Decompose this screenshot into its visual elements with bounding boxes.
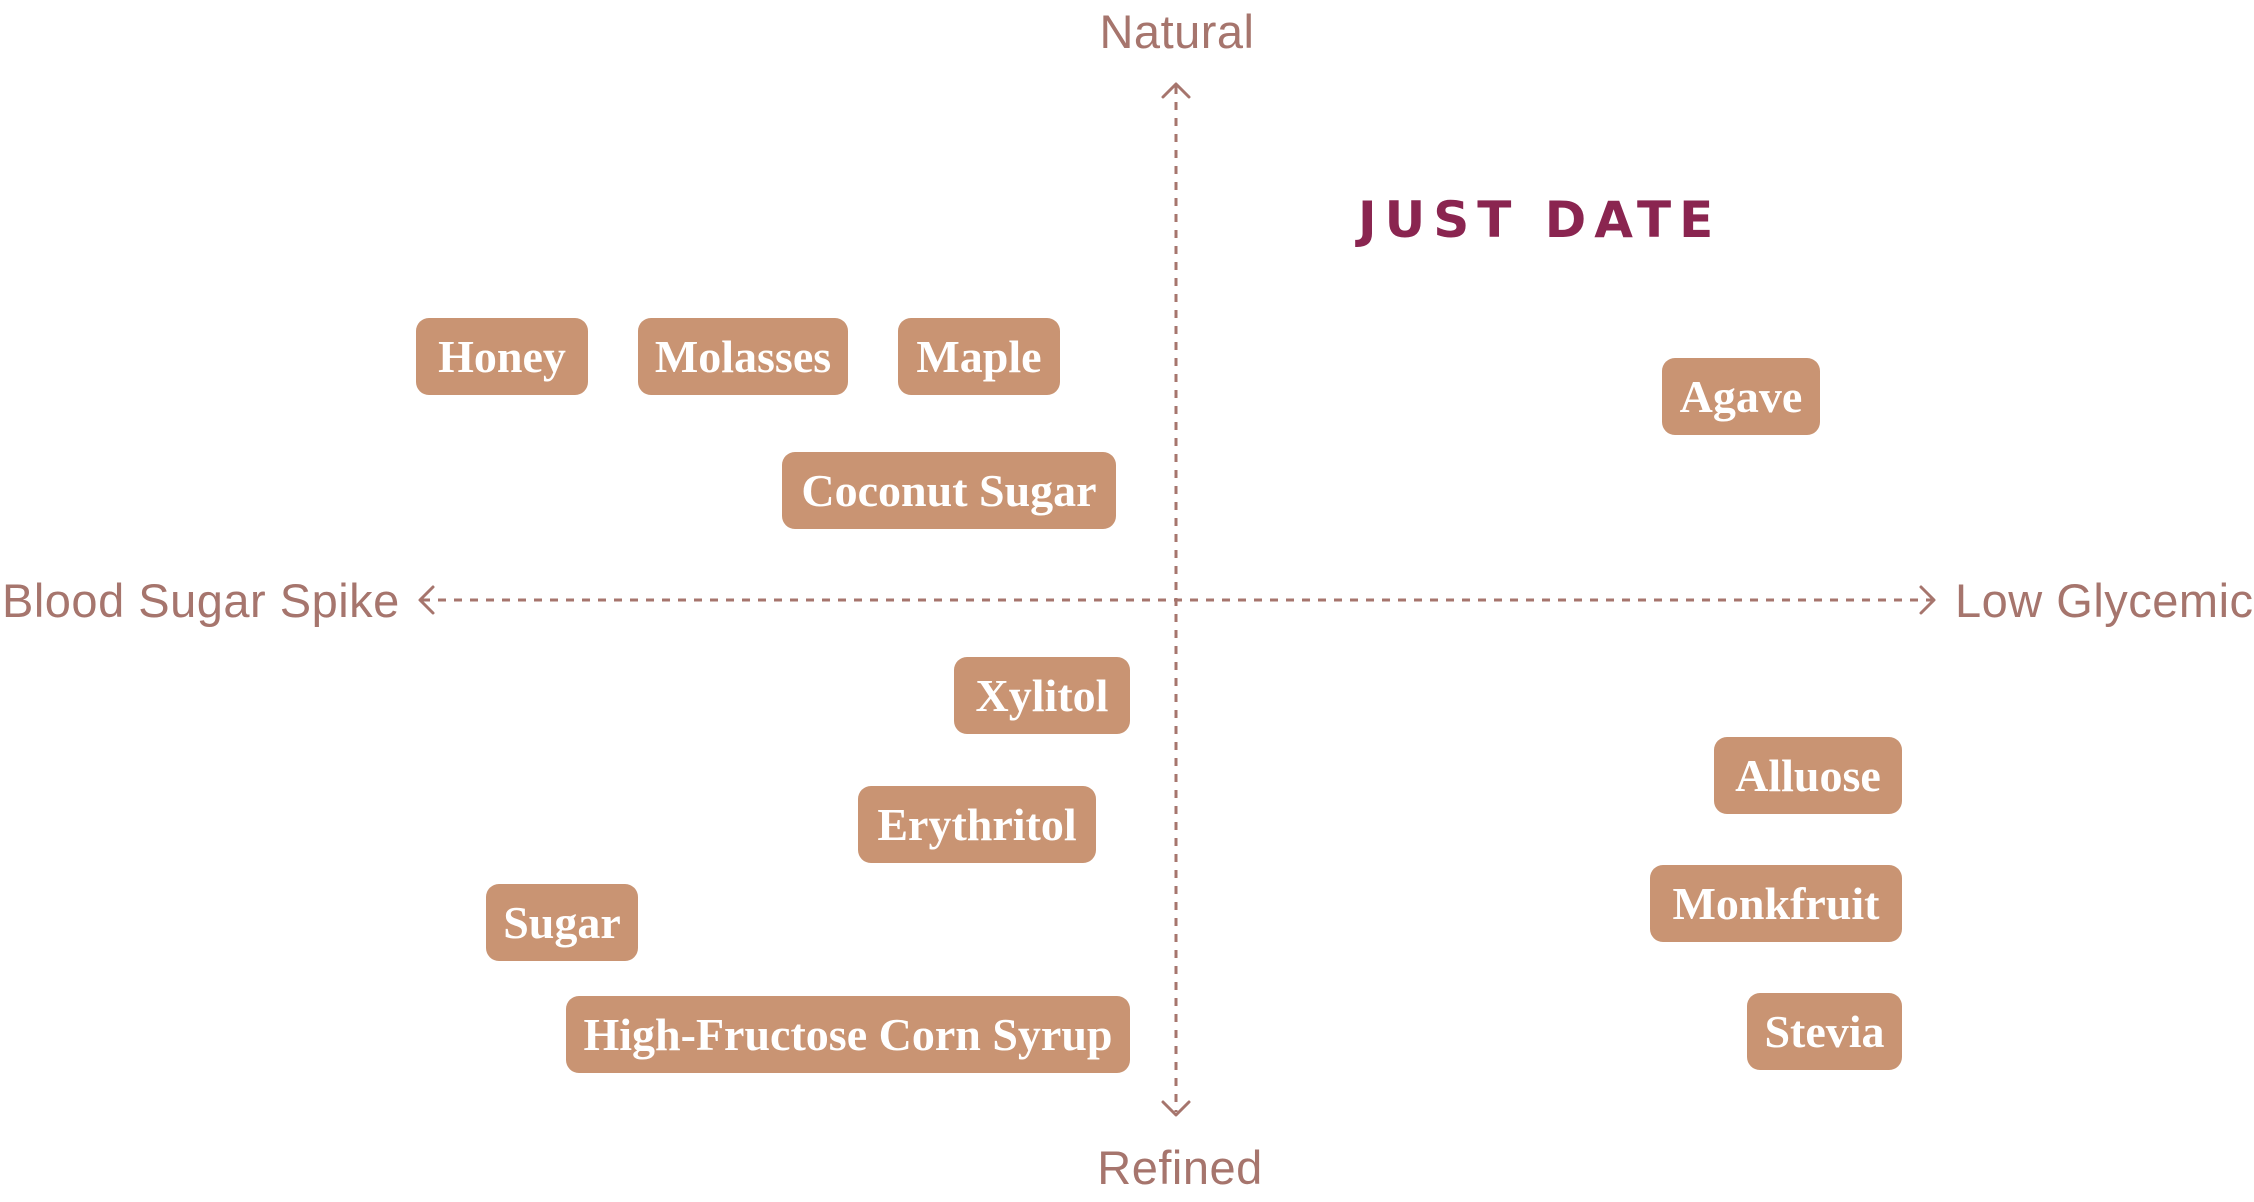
just-date-logo: JUST DATE bbox=[1358, 191, 1722, 249]
axis-label-refined: Refined bbox=[1097, 1141, 1263, 1194]
sweetener-chip-coconut-sugar: Coconut Sugar bbox=[782, 452, 1116, 529]
sweetener-chip-stevia: Stevia bbox=[1747, 993, 1902, 1070]
axis-label-natural: Natural bbox=[1099, 5, 1255, 58]
sweetener-chip-alluose: Alluose bbox=[1714, 737, 1902, 814]
sweetener-chip-maple: Maple bbox=[898, 318, 1060, 395]
sweetener-chip-high-fructose-corn-syrup: High-Fructose Corn Syrup bbox=[566, 996, 1130, 1073]
arrow-left-icon bbox=[418, 585, 435, 615]
arrow-right-icon bbox=[1919, 585, 1936, 615]
arrow-down-icon bbox=[1161, 1100, 1191, 1117]
axis-label-blood-sugar-spike: Blood Sugar Spike bbox=[2, 574, 400, 627]
sweetener-chip-agave: Agave bbox=[1662, 358, 1820, 435]
sweetener-chip-erythritol: Erythritol bbox=[858, 786, 1096, 863]
sweetener-chip-sugar: Sugar bbox=[486, 884, 638, 961]
sweetener-chip-honey: Honey bbox=[416, 318, 588, 395]
sweetener-chip-molasses: Molasses bbox=[638, 318, 848, 395]
arrow-up-icon bbox=[1161, 82, 1191, 99]
axis-label-low-glycemic: Low Glycemic bbox=[1955, 574, 2254, 627]
sweetener-chip-xylitol: Xylitol bbox=[954, 657, 1130, 734]
sweetener-chip-monkfruit: Monkfruit bbox=[1650, 865, 1902, 942]
